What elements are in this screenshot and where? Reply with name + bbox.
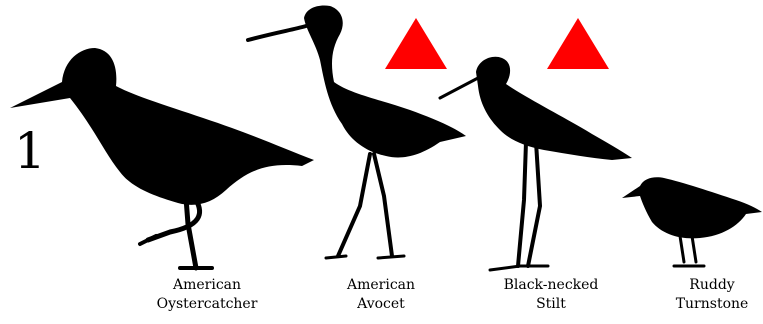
caption-american-avocet: American Avocet	[347, 276, 415, 314]
caption-line: Stilt	[504, 295, 599, 314]
red-triangle-marker-stilt	[547, 18, 609, 69]
caption-ruddy-turnstone: Ruddy Turnstone	[676, 276, 749, 314]
caption-line: American	[157, 276, 258, 295]
figure-number: 1	[14, 126, 46, 176]
red-triangle-marker-avocet	[385, 18, 447, 69]
caption-line: Ruddy	[676, 276, 749, 295]
caption-black-necked-stilt: Black-necked Stilt	[504, 276, 599, 314]
ruddy-turnstone-silhouette	[622, 177, 762, 266]
american-avocet-silhouette	[248, 6, 466, 259]
caption-line: Turnstone	[676, 295, 749, 314]
american-oystercatcher-silhouette	[10, 48, 314, 268]
caption-line: Black-necked	[504, 276, 599, 295]
caption-american-oystercatcher: American Oystercatcher	[157, 276, 258, 314]
caption-line: American	[347, 276, 415, 295]
black-necked-stilt-silhouette	[440, 57, 632, 270]
caption-line: Avocet	[347, 295, 415, 314]
caption-line: Oystercatcher	[157, 295, 258, 314]
